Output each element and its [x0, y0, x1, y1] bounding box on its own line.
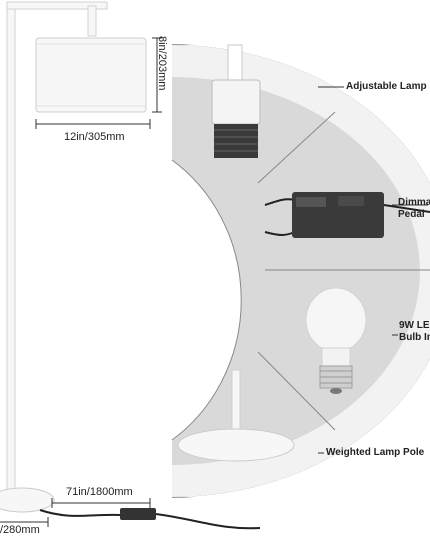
lamp-arm [6, 1, 108, 10]
shade-width-label: 12in/305mm [64, 131, 125, 143]
fan-inner-boundary [171, 159, 242, 441]
pole-base-illustration [177, 369, 295, 462]
led-bulb-illustration [305, 287, 367, 394]
foot-switch [120, 508, 156, 520]
socket-illustration [211, 44, 261, 158]
fan-divider-3 [257, 351, 336, 431]
feature-label-bulb-line1: 9W LE [399, 320, 430, 331]
lamp-pole [6, 1, 16, 493]
shade-dimension-lines [35, 37, 162, 129]
floor-lamp [0, 1, 147, 513]
feature-label-dimmer-line2: Pedal [398, 209, 425, 220]
lamp-arm-drop [87, 5, 97, 37]
feature-label-bulb-line2: Bulb In [399, 332, 430, 343]
fan-divider-1 [257, 111, 336, 184]
power-cord [39, 509, 121, 517]
shade-height-label: 8in/203mm [156, 36, 168, 91]
label-leaders [318, 86, 428, 454]
feature-label-adjustable-lamp: Adjustable Lamp [346, 81, 427, 92]
fan-panel-white [172, 45, 430, 497]
base-width-label: /280mm [0, 524, 40, 536]
feature-label-dimmer-line1: Dimma [398, 197, 430, 208]
lamp-base [0, 487, 55, 513]
lamp-shade [35, 37, 147, 113]
feature-label-weighted-pole: Weighted Lamp Pole [326, 447, 425, 458]
feature-fan [171, 44, 430, 498]
cord-dimension [0, 498, 261, 530]
cord-length-label: 71in/1800mm [66, 486, 133, 498]
dimmer-pedal-illustration [264, 192, 430, 238]
